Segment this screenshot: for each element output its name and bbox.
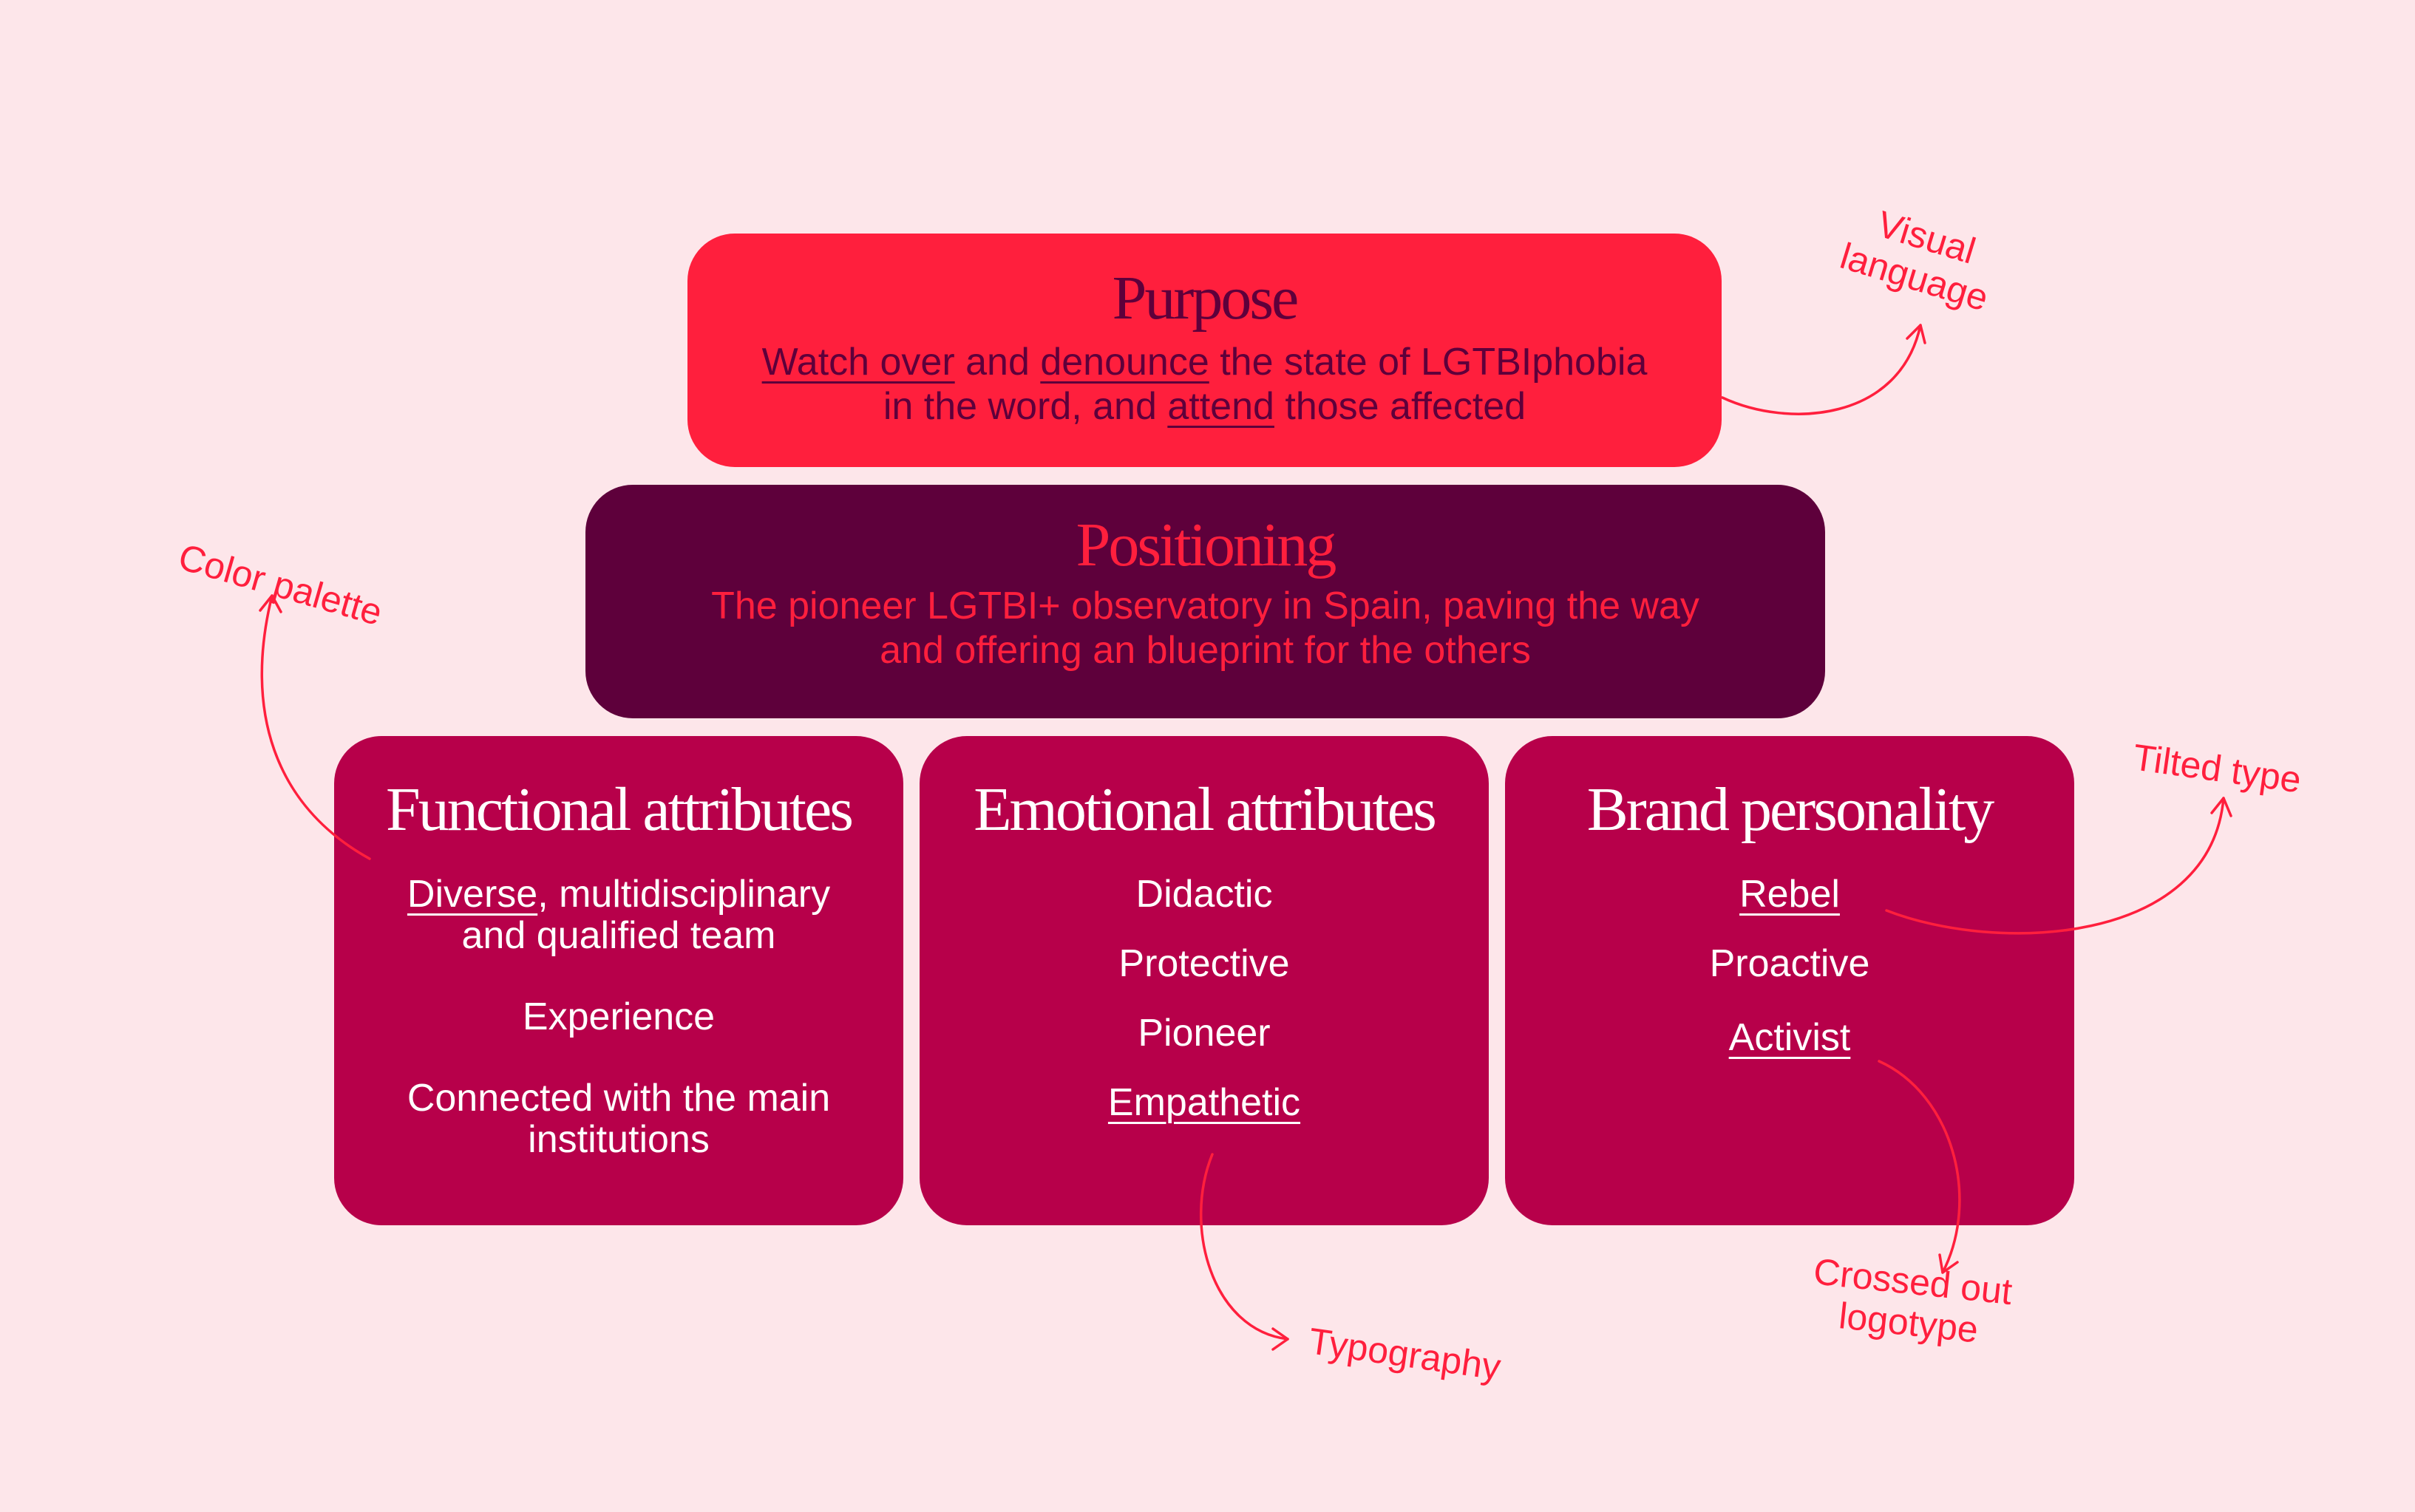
functional-attributes-list: Diverse, multidisciplinary and qualified… <box>334 874 903 1160</box>
functional-attributes-card: Functional attributes Diverse, multidisc… <box>334 736 903 1225</box>
keyword-activist: Activist <box>1728 1016 1851 1059</box>
keyword-diverse: Diverse <box>407 873 538 916</box>
list-item: Didactic <box>1135 873 1273 916</box>
annotation-tilted-type: Tilted type <box>2130 736 2304 801</box>
keyword-rebel: Rebel <box>1739 873 1840 916</box>
purpose-text: in the word, and <box>883 385 1168 428</box>
brand-personality-title: Brand personality <box>1586 775 1995 844</box>
annotation-typography: Typography <box>1306 1320 1504 1389</box>
list-item: Connected with the main institutions <box>334 1077 903 1160</box>
annotation-crossed-out-logotype: Crossed out logotype <box>1807 1250 2014 1354</box>
arrowhead-visual-language <box>1906 324 1926 344</box>
positioning-line: The pioneer LGTBI+ observatory in Spain,… <box>711 585 1699 627</box>
list-item: Protective <box>1118 942 1290 985</box>
emotional-attributes-title: Emotional attributes <box>974 775 1437 844</box>
purpose-text: the state of LGTBIphobia <box>1209 341 1648 384</box>
list-item: Experience <box>522 995 716 1038</box>
keyword-denounce: denounce <box>1040 341 1209 384</box>
annotation-color-palette: Color palette <box>174 536 387 634</box>
purpose-text: and <box>954 341 1041 384</box>
purpose-card: Purpose Watch over and denounce the stat… <box>687 234 1722 467</box>
list-item: Diverse, multidisciplinary and qualified… <box>334 874 903 956</box>
item-text: , multidisciplinary <box>537 873 831 916</box>
emotional-attributes-list: Didactic Protective Pioneer Empathetic <box>920 874 1489 1123</box>
purpose-title: Purpose <box>1112 264 1300 333</box>
arrowhead-tilted-type <box>2210 797 2232 817</box>
item-text: Connected with the main <box>407 1077 831 1120</box>
annotation-visual-language: Visual language <box>1835 195 2005 319</box>
emotional-attributes-card: Emotional attributes Didactic Protective… <box>920 736 1489 1225</box>
keyword-attend: attend <box>1167 385 1274 428</box>
brand-personality-list: Rebel Proactive Activist <box>1505 874 2074 1058</box>
positioning-title: Positioning <box>1076 511 1337 579</box>
functional-attributes-title: Functional attributes <box>386 775 854 844</box>
purpose-description: Watch over and denounce the state of LGT… <box>687 340 1722 429</box>
keyword-watch-over: Watch over <box>761 341 955 384</box>
keyword-empathetic: Empathetic <box>1107 1081 1301 1124</box>
arrowhead-typography <box>1271 1327 1289 1351</box>
purpose-text: those affected <box>1274 385 1526 428</box>
brand-personality-card: Brand personality Rebel Proactive Activi… <box>1505 736 2074 1225</box>
list-item: Pioneer <box>1138 1012 1271 1055</box>
list-item: Activist <box>1505 1017 2074 1058</box>
positioning-line: and offering an blueprint for the others <box>880 629 1531 672</box>
list-item: Empathetic <box>920 1082 1489 1123</box>
positioning-card: Positioning The pioneer LGTBI+ observato… <box>585 485 1825 718</box>
item-text: and qualified team <box>461 914 776 957</box>
item-text: institutions <box>528 1118 710 1161</box>
list-item: Proactive <box>1709 942 1870 985</box>
arrow-visual-language <box>1721 324 1922 415</box>
positioning-description: The pioneer LGTBI+ observatory in Spain,… <box>585 584 1825 672</box>
list-item: Rebel <box>1505 874 2074 915</box>
